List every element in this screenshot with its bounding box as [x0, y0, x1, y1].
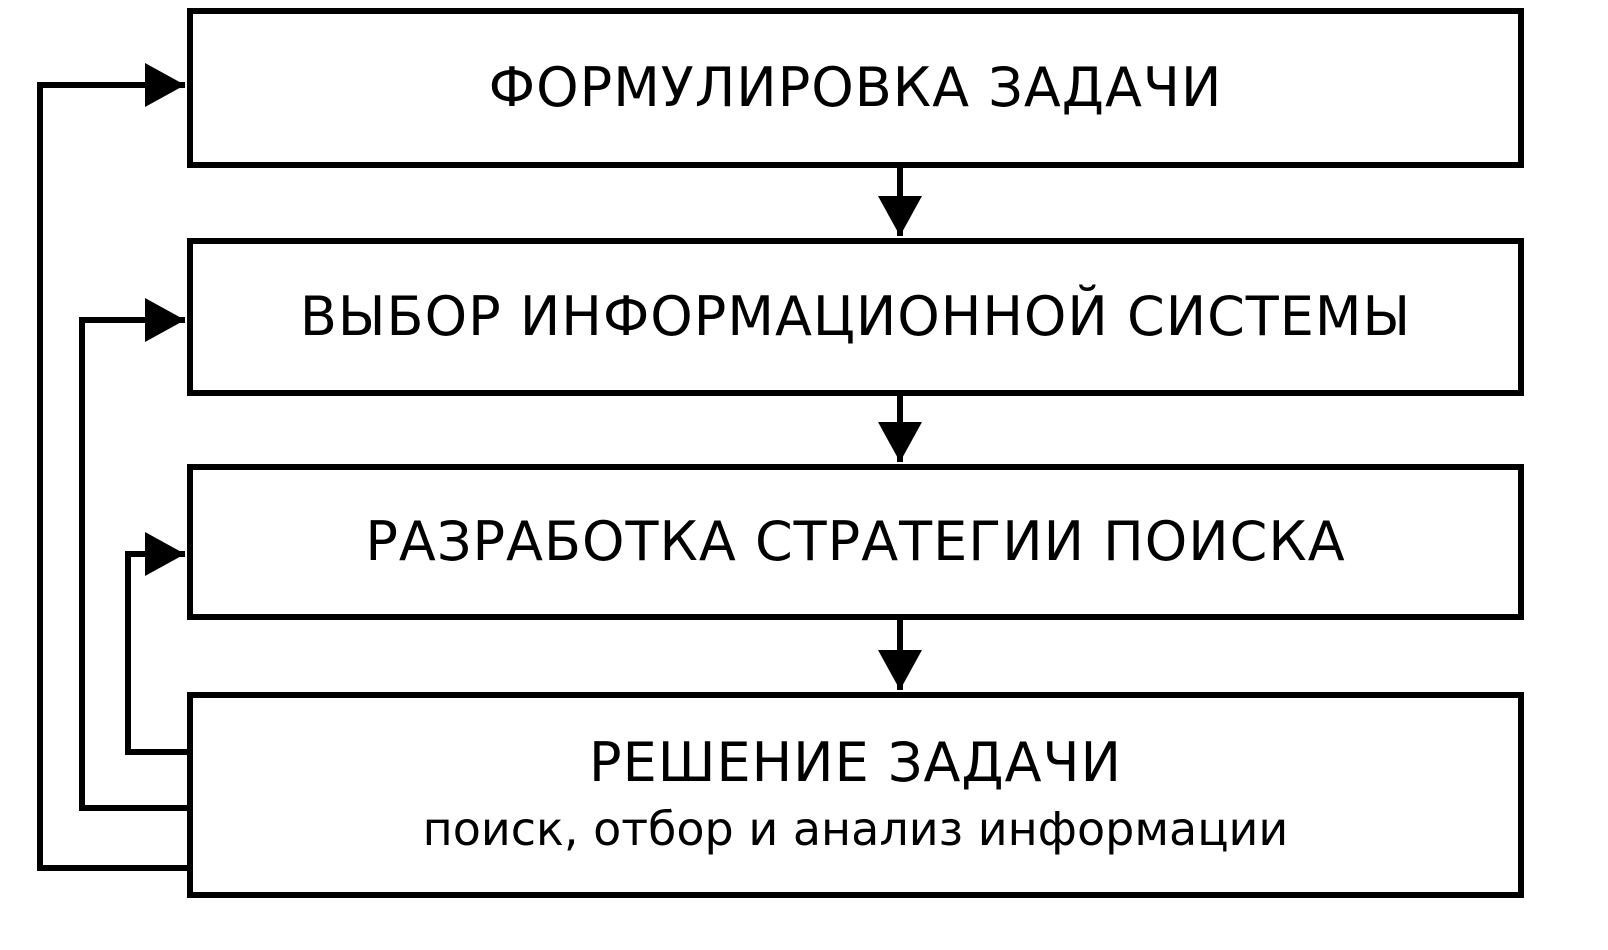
- step-box-search-strategy-development: РАЗРАБОТКА СТРАТЕГИИ ПОИСКА: [187, 464, 1524, 620]
- step-box-task-solution: РЕШЕНИЕ ЗАДАЧИ поиск, отбор и анализ инф…: [187, 692, 1524, 898]
- feedback-arrow-to-step2: [79, 298, 187, 811]
- feedback-arrow-to-step3: [125, 532, 187, 755]
- step-box-task-formulation: ФОРМУЛИРОВКА ЗАДАЧИ: [187, 8, 1524, 168]
- step-title: РЕШЕНИЕ ЗАДАЧИ: [589, 731, 1122, 795]
- step-title: РАЗРАБОТКА СТРАТЕГИИ ПОИСКА: [365, 509, 1346, 573]
- step-title: ФОРМУЛИРОВКА ЗАДАЧИ: [488, 55, 1223, 119]
- step-box-information-system-selection: ВЫБОР ИНФОРМАЦИОННОЙ СИСТЕМЫ: [187, 238, 1524, 396]
- feedback-arrow-to-step1: [37, 63, 187, 871]
- step-title: ВЫБОР ИНФОРМАЦИОННОЙ СИСТЕМЫ: [299, 284, 1412, 348]
- step-subtitle: поиск, отбор и анализ информации: [422, 802, 1289, 857]
